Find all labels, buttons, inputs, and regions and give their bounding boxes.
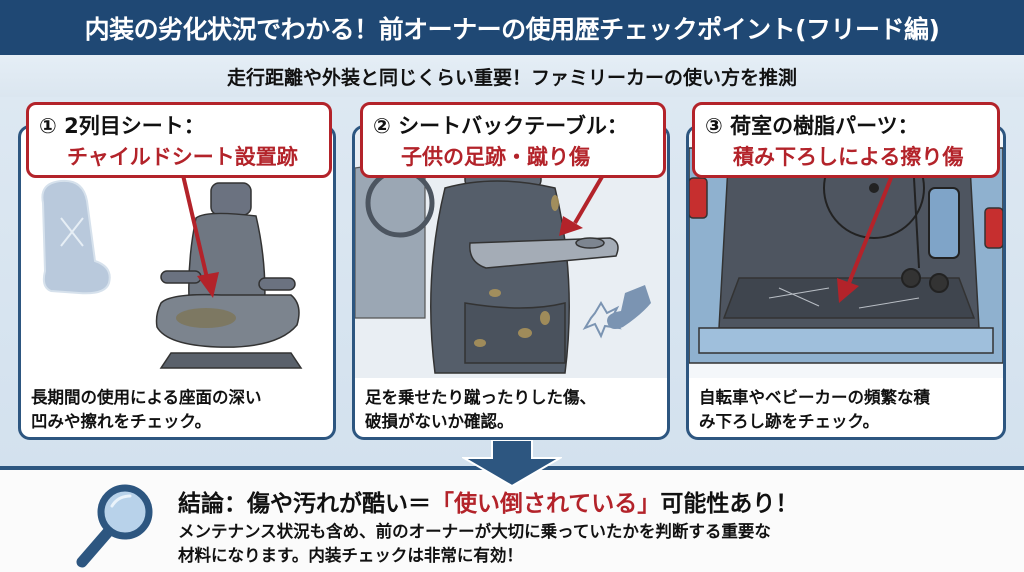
magnifier-icon (70, 480, 160, 570)
card-title: 2列目シート： (64, 114, 205, 138)
subtitle: 走行距離や外装と同じくらい重要！ファミリーカーの使い方を推測 (0, 55, 1024, 97)
card-label-second-row-seat: ① 2列目シート： チャイルドシート設置跡 (26, 102, 332, 178)
scratch-marks (768, 287, 920, 309)
card-number: ③ (705, 114, 723, 138)
pointer-arrow (837, 157, 901, 303)
seatback-table-icon (469, 237, 619, 269)
arrow-down-icon (462, 440, 562, 486)
card-highlight: 子供の足跡・蹴り傷 (401, 145, 590, 169)
card-label-cargo-area: ③ 荷室の樹脂パーツ： 積み下ろしによる擦り傷 (692, 102, 1000, 178)
card-number: ① (39, 114, 57, 138)
footprint-marks (474, 195, 559, 347)
card-highlight: チャイルドシート設置跡 (67, 145, 298, 169)
dashboard-icon (355, 157, 435, 319)
page-title-bar: 内装の劣化状況でわかる！前オーナーの使用歴チェックポイント(フリード編) (0, 0, 1024, 55)
stroller-icon (901, 177, 960, 293)
conclusion-headline: 結論：傷や汚れが酷い＝「使い倒されている」可能性あり！ (178, 491, 799, 517)
card-title: 荷室の樹脂パーツ： (730, 114, 919, 138)
seat-illustration (21, 128, 333, 378)
subtitle-text: 走行距離や外装と同じくらい重要！ファミリーカーの使い方を推測 (226, 66, 797, 89)
kick-foot-icon (582, 285, 651, 339)
card-number: ② (373, 114, 391, 138)
card-label-seatback-table: ② シートバックテーブル： 子供の足跡・蹴り傷 (360, 102, 666, 178)
card-title: シートバックテーブル： (398, 114, 628, 138)
card-highlight: 積み下ろしによる擦り傷 (733, 145, 964, 169)
card-description: 長期間の使用による座面の深い 凹みや擦れをチェック。 (31, 388, 262, 431)
card-description: 自転車やベビーカーの頻繁な積 み下ろし跡をチェック。 (699, 388, 930, 431)
seatback-illustration (355, 128, 667, 378)
car-seat-icon (155, 182, 303, 369)
pointer-arrow (177, 157, 219, 298)
card-cargo-area: 自転車やベビーカーの頻繁な積 み下ろし跡をチェック。 (686, 125, 1006, 440)
child-seat-icon (41, 179, 111, 295)
conclusion-detail: メンテナンス状況も含め、前のオーナーが大切に乗っていたかを判断する重要な 材料に… (178, 522, 771, 565)
page-title: 内装の劣化状況でわかる！前オーナーの使用歴チェックポイント(フリード編) (84, 14, 940, 44)
conclusion-highlight: 「使い倒されている」 (431, 491, 661, 517)
card-description: 足を乗せたり蹴ったりした傷、 破損がないか確認。 (365, 388, 596, 431)
